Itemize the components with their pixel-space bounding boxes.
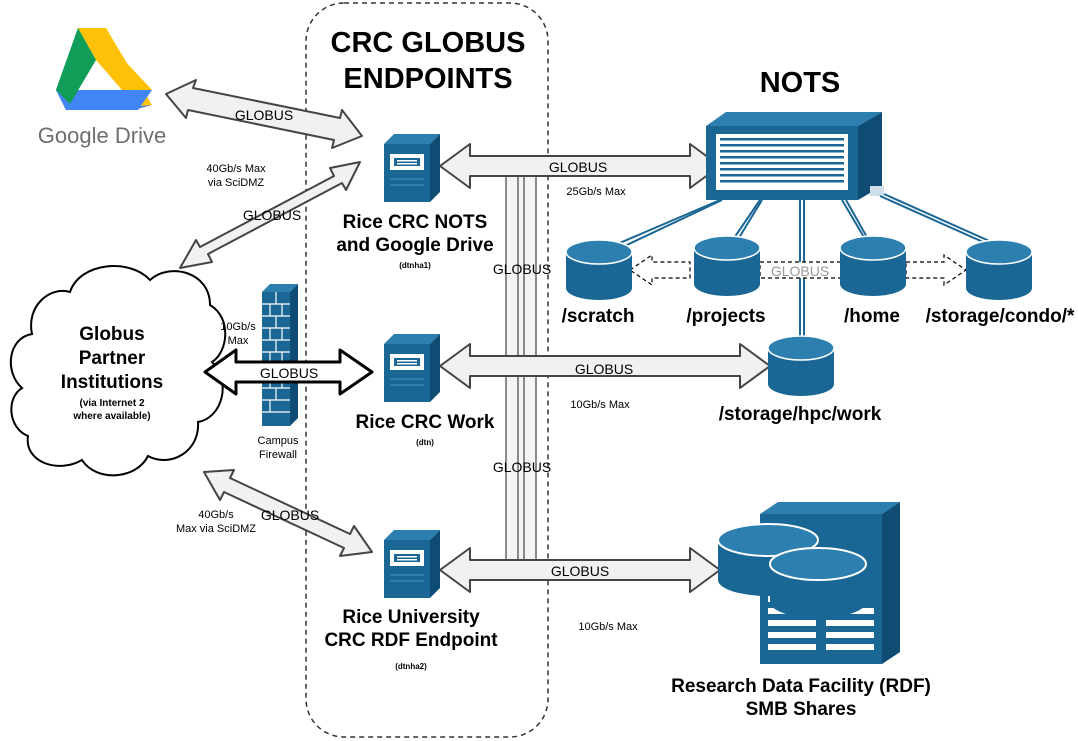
endpoints-title-line-2: ENDPOINTS [343, 63, 512, 95]
speed-gd-line-2: via SciDMZ [208, 177, 265, 189]
partner-sub-line-1: (via Internet 2 [79, 398, 144, 409]
endpoint-1-host: (dtnha1) [399, 261, 431, 270]
nots-cluster-icon [706, 112, 884, 200]
storage-condo-label: /storage/condo/* [926, 306, 1075, 327]
arrow-partner-dtn [203, 348, 374, 396]
server-dtnha1-icon [384, 134, 440, 202]
endpoint-1-line-2: and Google Drive [336, 235, 493, 256]
speed-rdf-left-line-1: 40Gb/s [198, 509, 234, 521]
partner-sub-line-2: where available) [72, 411, 150, 422]
dashed-arrow-scratch-projects [628, 253, 691, 287]
arrow-partner-dtnha1 [179, 161, 361, 269]
server-dtn-icon [384, 334, 440, 402]
globus-nots-label: GLOBUS [549, 159, 607, 175]
speed-rdf: 10Gb/s Max [578, 621, 638, 633]
speed-partner-line-1: 10Gb/s [220, 321, 256, 333]
arrow-partner-dtnha2 [203, 469, 373, 557]
dashed-arrow-home-condo [905, 253, 968, 287]
arrow-gdrive-dtnha1 [165, 79, 363, 149]
globus-vertical-1: GLOBUS [493, 261, 551, 277]
rdf-line-1: Research Data Facility (RDF) [671, 676, 931, 697]
home-cylinder-icon [839, 235, 907, 297]
rdf-line-2: SMB Shares [746, 699, 857, 720]
endpoint-3-line-1: Rice University [342, 607, 480, 628]
dashed-arrow-projects-home [759, 261, 843, 279]
speed-gd-line-1: 40Gb/s Max [206, 163, 266, 175]
endpoint-3-line-2: CRC RDF Endpoint [324, 630, 498, 651]
firewall-icon [262, 284, 298, 426]
speed-nots: 25Gb/s Max [566, 186, 626, 198]
globus-vertical-2: GLOBUS [493, 459, 551, 475]
partner-line-1: Globus [79, 324, 144, 345]
partner-line-3: Institutions [61, 372, 163, 393]
globus-rdf-label: GLOBUS [551, 563, 609, 579]
nots-title: NOTS [760, 67, 841, 99]
work-cylinder-icon [767, 335, 835, 397]
endpoint-2-line-1: Rice CRC Work [355, 412, 494, 433]
endpoints-title-line-1: CRC GLOBUS [331, 27, 526, 59]
globus-partner-dtn-label: GLOBUS [260, 365, 318, 381]
storage-scratch-label: /scratch [562, 306, 635, 327]
globus-partner-dtnha2-label: GLOBUS [261, 507, 319, 523]
speed-rdf-left-line-2: Max via SciDMZ [176, 523, 256, 535]
storage-home-label: /home [844, 306, 900, 327]
scratch-cylinder-icon [565, 239, 633, 301]
speed-partner-line-2: Max [228, 335, 249, 347]
projects-cylinder-icon [693, 235, 761, 297]
firewall-line-2: Firewall [259, 449, 297, 461]
globus-gdrive-label: GLOBUS [235, 107, 293, 123]
google-drive-logo-icon [56, 28, 152, 110]
globus-storage-label: GLOBUS [771, 263, 829, 279]
globus-partner-dtnha1-label: GLOBUS [243, 207, 301, 223]
endpoint-3-host: (dtnha2) [395, 662, 427, 671]
work-storage-label: /storage/hpc/work [719, 404, 882, 425]
partner-line-2: Partner [79, 348, 146, 369]
server-dtnha2-icon [384, 530, 440, 598]
storage-projects-label: /projects [686, 306, 765, 327]
endpoint-1-line-1: Rice CRC NOTS [343, 212, 488, 233]
firewall-line-1: Campus [258, 435, 299, 447]
globus-work-label: GLOBUS [575, 361, 633, 377]
rdf-storage-icon [717, 502, 900, 664]
speed-work: 10Gb/s Max [570, 399, 630, 411]
google-drive-label: Google Drive [38, 123, 166, 148]
partner-cloud [9, 265, 227, 477]
endpoint-2-host: (dtn) [416, 438, 434, 447]
condo-cylinder-icon [965, 239, 1033, 301]
